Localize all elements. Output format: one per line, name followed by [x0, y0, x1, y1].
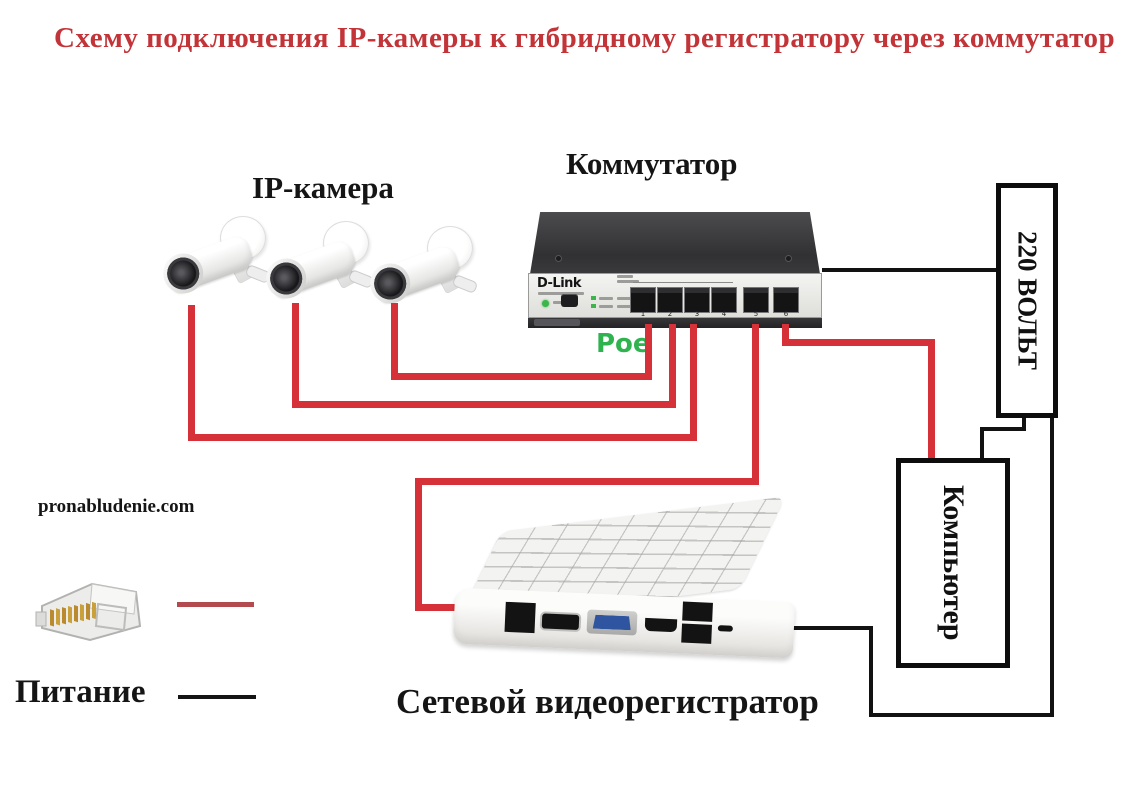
nvr-label: Сетевой видеорегистратор — [396, 682, 819, 721]
rj45-port-2 — [658, 288, 682, 312]
network-cable-computer — [782, 339, 935, 346]
ip-camera — [157, 214, 274, 306]
network-cable-cam3 — [645, 324, 652, 380]
port-number: 3 — [694, 310, 700, 318]
nvr-usb-port — [682, 601, 713, 622]
switch-label: Коммутатор — [566, 146, 738, 181]
ip-camera-label: IP-камера — [252, 170, 394, 205]
site-label: pronabludenie.com — [38, 496, 195, 517]
computer-box: Компьютер — [896, 458, 1010, 668]
power-line-nvr-220v — [869, 713, 1054, 717]
power-line-switch-220v — [822, 268, 996, 272]
power-led — [542, 300, 549, 307]
power-legend-label: Питание — [15, 674, 146, 710]
switch-model-badge — [534, 319, 580, 326]
nvr-power-port — [717, 625, 733, 632]
rj45-cable-boot — [35, 611, 47, 627]
network-cable-nvr — [752, 324, 759, 485]
legend-power-line — [178, 695, 256, 699]
nvr-sata-port — [541, 613, 580, 631]
power-line-nvr-220v — [869, 626, 873, 717]
camera-cable — [451, 273, 479, 295]
network-cable-cam1 — [188, 434, 697, 441]
network-cable-nvr — [415, 478, 759, 485]
network-cable-cam2 — [292, 401, 676, 408]
info-text-bar — [617, 275, 633, 278]
screw — [556, 256, 561, 261]
led-label-bar — [599, 305, 613, 308]
rj45-port-5 — [744, 288, 768, 312]
power-outlet-box: 220 ВОЛЬТ — [996, 183, 1058, 418]
status-led — [591, 296, 596, 300]
info-text-bar — [617, 280, 639, 283]
rj45-gold-pins — [50, 601, 96, 627]
power-line-220v-computer — [980, 427, 984, 460]
rj45-detail — [94, 602, 128, 632]
port-number: 5 — [753, 310, 759, 318]
ip-camera — [260, 219, 377, 311]
power-line-220v-computer — [1022, 416, 1026, 431]
poe-label: Poe — [596, 329, 651, 359]
network-switch: D-Link 1 2 3 4 5 6 — [528, 212, 822, 330]
network-cable-cam2 — [669, 324, 676, 408]
info-text-bar — [617, 297, 635, 300]
nvr-rear-panel — [452, 587, 796, 659]
poe-ports-bracket — [633, 282, 733, 286]
nvr-device — [452, 496, 804, 663]
port-number: 2 — [667, 310, 673, 318]
camera-body — [157, 233, 256, 300]
rj45-port-1 — [631, 288, 655, 312]
nvr-usb-port — [681, 623, 713, 644]
legend-network-cable-line — [177, 602, 254, 607]
volts-label: 220 ВОЛЬТ — [1012, 231, 1043, 370]
network-cable-cam3 — [391, 373, 652, 380]
rj45-port-4 — [712, 288, 736, 312]
info-text-bar — [617, 305, 635, 308]
switch-top-case — [530, 212, 820, 274]
led-label-bar — [553, 301, 563, 304]
network-cable-cam1 — [188, 305, 195, 441]
rj45-connector-icon — [35, 582, 142, 642]
vga-connector — [593, 615, 632, 631]
network-cable-cam2 — [292, 303, 299, 408]
mode-button — [561, 294, 578, 307]
power-line-nvr-220v — [778, 626, 873, 630]
port-number: 6 — [783, 310, 789, 318]
switch-bottom-strip — [528, 318, 822, 328]
port-number: 4 — [721, 310, 727, 318]
nvr-rj45-port — [504, 601, 536, 634]
switch-front-panel: D-Link 1 2 3 4 5 6 — [528, 273, 822, 318]
rj45-latch — [89, 583, 137, 615]
computer-label: Компьютер — [937, 485, 970, 641]
network-cable-computer — [928, 339, 935, 460]
nvr-vga-port — [586, 609, 638, 636]
network-cable-cam3 — [391, 303, 398, 380]
nvr-hdmi-port — [644, 617, 678, 633]
camera-body — [364, 243, 463, 310]
page-title: Схему подключения IP-камеры к гибридному… — [54, 22, 1116, 54]
rj45-port-3 — [685, 288, 709, 312]
power-line-nvr-220v — [1050, 416, 1054, 717]
power-line-220v-computer — [980, 427, 1026, 431]
network-cable-cam1 — [690, 324, 697, 441]
dlink-logo: D-Link — [537, 276, 582, 291]
status-led — [591, 304, 596, 308]
camera-body — [260, 238, 359, 305]
model-text-bar — [538, 292, 584, 295]
network-cable-computer — [782, 324, 789, 346]
screw — [786, 256, 791, 261]
port-number: 1 — [640, 310, 646, 318]
rj45-port-6 — [774, 288, 798, 312]
led-label-bar — [599, 297, 613, 300]
ip-camera — [364, 224, 481, 316]
network-cable-nvr — [415, 478, 422, 611]
